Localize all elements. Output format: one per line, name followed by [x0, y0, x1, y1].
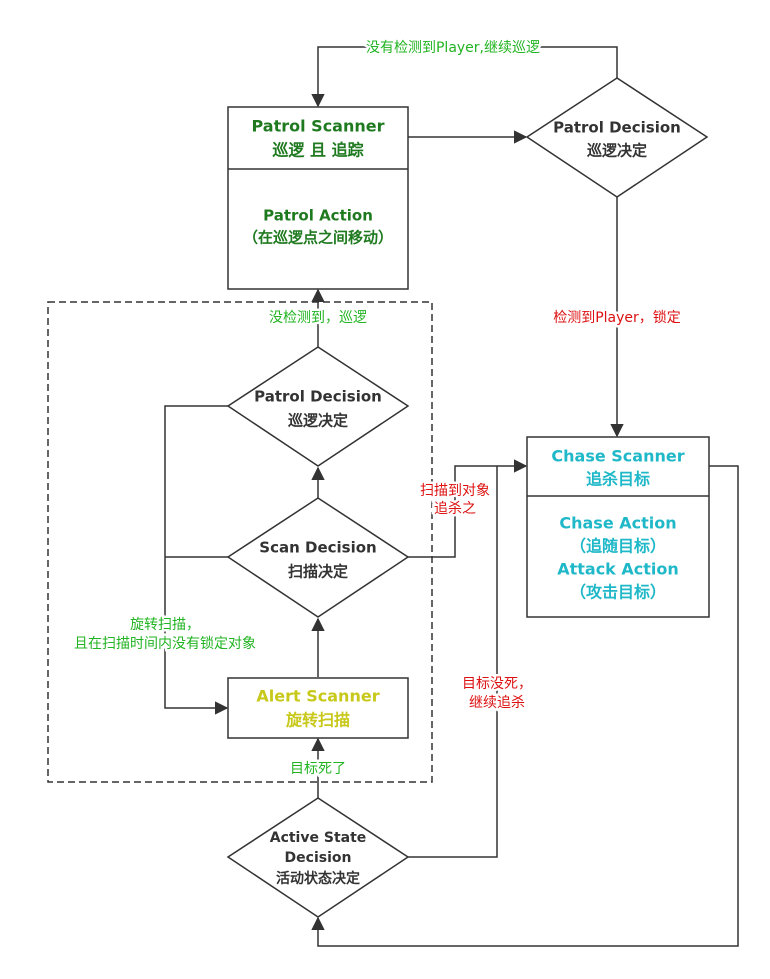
attack-action-label: Attack Action [557, 560, 679, 579]
edge-active-to-chase [408, 466, 498, 858]
patrol-decision-inner-node: Patrol Decision 巡逻决定 [226, 346, 410, 467]
edge-label-no-player-continue: 没有检测到Player,继续巡逻 [366, 39, 540, 56]
patrol-action-subtitle: （在巡逻点之间移动） [243, 229, 393, 247]
alert-scanner-subtitle: 旋转扫描 [285, 711, 350, 730]
edge-label-target-dead: 目标死了 [290, 761, 346, 777]
alert-scanner-title: Alert Scanner [256, 687, 379, 706]
edge-label-target-alive-2: 继续追杀 [469, 694, 525, 711]
edge-decision-loop-back [311, 46, 618, 108]
chase-action-label: Chase Action [559, 514, 676, 533]
edge-label-scan-found-1: 扫描到对象 [420, 483, 490, 499]
active-state-subtitle: 活动状态决定 [276, 870, 360, 887]
patrol-decision-top-subtitle: 巡逻决定 [587, 142, 647, 160]
scan-decision-node: Scan Decision 扫描决定 [226, 497, 410, 618]
patrol-decision-top-title: Patrol Decision [553, 119, 681, 137]
edge-chase-to-active [311, 465, 739, 947]
edge-label-rotate-1: 旋转扫描， [130, 617, 200, 633]
patrol-decision-inner-title: Patrol Decision [254, 388, 382, 406]
patrol-scanner-subtitle: 巡逻 且 追踪 [272, 141, 363, 160]
edge-label-rotate-2: 且在扫描时间内没有锁定对象 [74, 636, 256, 652]
alert-scanner-node: Alert Scanner 旋转扫描 [227, 677, 409, 739]
patrol-decision-inner-subtitle: 巡逻决定 [288, 412, 348, 430]
active-state-line1: Active State [270, 830, 367, 846]
attack-action-subtitle: （攻击目标） [570, 583, 666, 602]
chase-scanner-node: Chase Scanner 追杀目标 Chase Action （追随目标） A… [526, 436, 710, 618]
chase-action-subtitle: （追随目标） [570, 537, 666, 556]
edge-scan-to-chase [408, 459, 528, 558]
edge-label-scan-found-2: 追杀之 [434, 501, 476, 517]
chase-scanner-subtitle: 追杀目标 [586, 470, 650, 489]
patrol-scanner-title: Patrol Scanner [251, 117, 384, 136]
active-state-line2: Decision [285, 850, 352, 866]
active-state-decision-node: Active State Decision 活动状态决定 [226, 797, 410, 918]
edge-label-detect-player-lock: 检测到Player，锁定 [553, 310, 681, 326]
patrol-decision-top-node: Patrol Decision 巡逻决定 [525, 77, 709, 198]
edge-label-target-alive-1: 目标没死， [462, 676, 532, 692]
chase-scanner-title: Chase Scanner [551, 447, 684, 466]
patrol-scanner-node: Patrol Scanner 巡逻 且 追踪 Patrol Action （在巡… [227, 106, 409, 290]
patrol-action-label: Patrol Action [263, 207, 373, 225]
scan-decision-title: Scan Decision [259, 539, 376, 557]
edge-label-not-detected-patrol: 没检测到，巡逻 [269, 310, 367, 326]
alert-state-group [47, 301, 433, 783]
scan-decision-subtitle: 扫描决定 [288, 563, 348, 581]
